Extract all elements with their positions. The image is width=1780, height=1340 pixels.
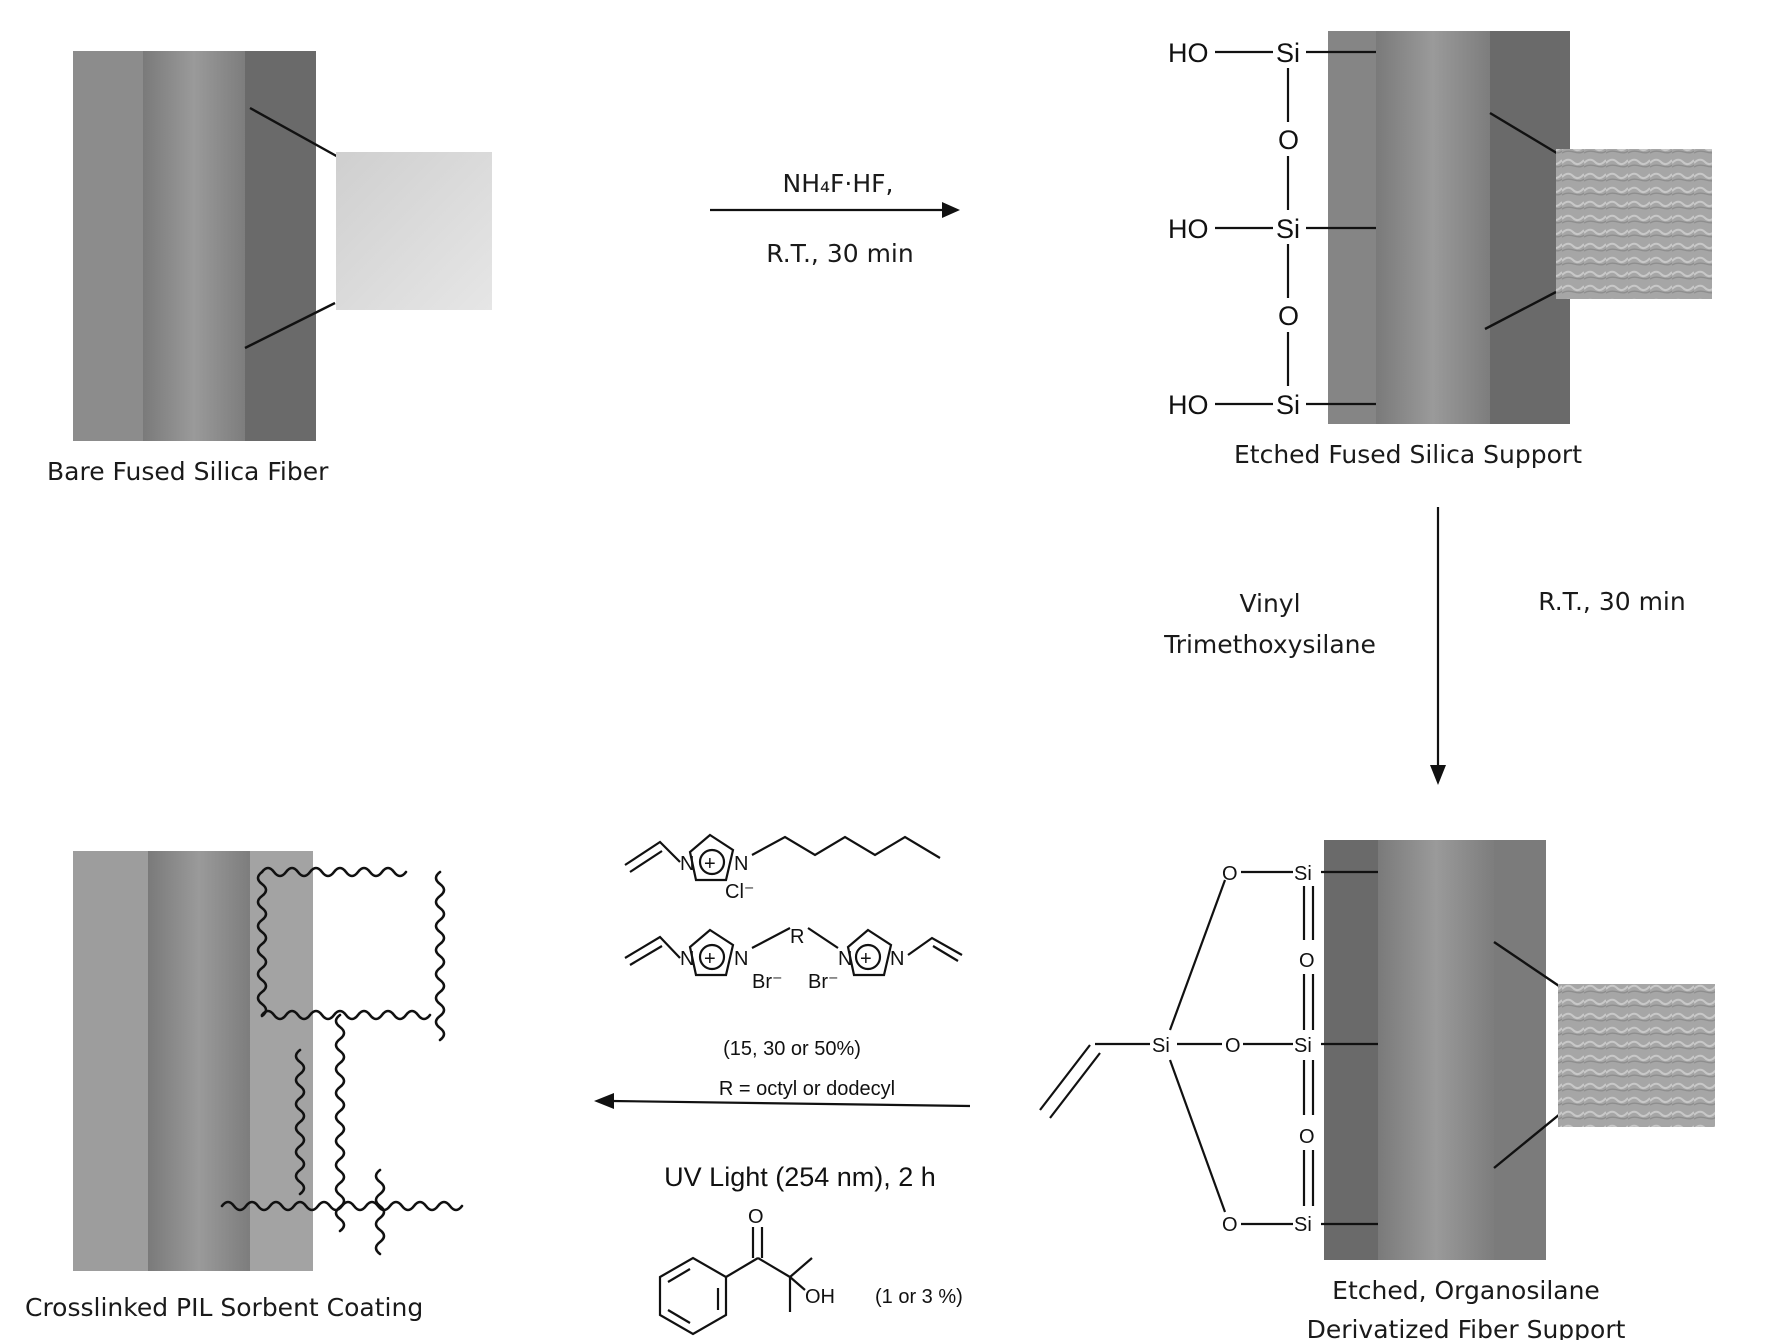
o-label: O: [1278, 125, 1299, 155]
o-label: O: [1222, 1214, 1238, 1236]
etched-support-caption: Etched Fused Silica Support: [1234, 440, 1582, 469]
bare-fiber-panel: Bare Fused Silica Fiber: [47, 51, 492, 486]
polymer-network: [220, 866, 464, 1256]
si-label: Si: [1152, 1035, 1170, 1057]
step2-conditions: R.T., 30 min: [1538, 587, 1685, 616]
step3-arrow: [611, 1099, 971, 1108]
crosslinked-caption: Crosslinked PIL Sorbent Coating: [25, 1293, 423, 1322]
ho-label: HO: [1168, 38, 1209, 68]
si-label: Si: [1294, 863, 1312, 885]
photoinitiator: O OH (1 or 3 %): [658, 1206, 963, 1336]
plus-sign: +: [704, 853, 716, 875]
o-label: O: [1299, 1126, 1315, 1148]
o-label: O: [1225, 1035, 1241, 1057]
step1-conditions: R.T., 30 min: [766, 239, 913, 268]
o-label: O: [1278, 301, 1299, 331]
chloride-label: Cl⁻: [725, 881, 754, 903]
hydroxyl-label: OH: [805, 1286, 835, 1308]
bare-fiber-inset: [336, 152, 492, 310]
bare-fiber-caption: Bare Fused Silica Fiber: [47, 457, 329, 486]
o-label: O: [1299, 950, 1315, 972]
crosslinked-rod: [148, 851, 250, 1271]
bare-fiber-rod: [143, 51, 245, 441]
step1-arrow-group: NH₄F·HF, R.T., 30 min: [710, 169, 960, 268]
n-label: N: [734, 853, 748, 875]
derivatized-support-panel: Si O O O Si Si Si O O Etched, Organosila…: [1039, 840, 1715, 1340]
r-group-label: R: [790, 926, 804, 948]
ho-label: HO: [1168, 214, 1209, 244]
initiator-percent: (1 or 3 %): [875, 1286, 963, 1308]
etched-support-panel: HO HO HO Si Si Si O O Etched Fused Silic…: [1168, 31, 1712, 469]
crosslinked-coating-panel: Crosslinked PIL Sorbent Coating: [25, 851, 464, 1322]
carbonyl-o-label: O: [748, 1206, 764, 1228]
ho-label: HO: [1168, 390, 1209, 420]
o-label: O: [1222, 863, 1238, 885]
plus-sign: +: [860, 948, 872, 970]
si-label: Si: [1276, 214, 1300, 244]
n-label: N: [890, 948, 904, 970]
derivatized-rod: [1378, 840, 1494, 1260]
n-label: N: [734, 948, 748, 970]
step1-reagent: NH₄F·HF,: [783, 169, 894, 198]
etched-support-inset: [1556, 149, 1712, 299]
step2-arrow-group: Vinyl Trimethoxysilane R.T., 30 min: [1163, 507, 1686, 785]
crosslinker-percent: (15, 30 or 50%): [723, 1038, 861, 1060]
si-label: Si: [1276, 38, 1300, 68]
bromide-label: Br⁻: [752, 971, 783, 993]
si-label: Si: [1294, 1214, 1312, 1236]
ionic-liquid-monomer: N + N Cl⁻: [624, 833, 941, 903]
etched-support-rod: [1376, 31, 1490, 424]
si-label: Si: [1276, 390, 1300, 420]
step2-reagent-line1: Vinyl: [1239, 589, 1300, 618]
si-label: Si: [1294, 1035, 1312, 1057]
derivatized-caption-line1: Etched, Organosilane: [1332, 1276, 1600, 1305]
plus-sign: +: [704, 948, 716, 970]
dicationic-crosslinker: N + N Br⁻ R Br⁻ N + N: [624, 926, 963, 993]
step3-reagents-group: N + N Cl⁻ N + N Br⁻ R Br⁻ N + N: [594, 833, 971, 1336]
r-group-definition: R = octyl or dodecyl: [719, 1078, 895, 1100]
derivatized-caption-line2: Derivatized Fiber Support: [1307, 1315, 1626, 1340]
step3-conditions: UV Light (254 nm), 2 h: [664, 1162, 936, 1192]
derivatized-inset: [1558, 984, 1715, 1127]
bromide-label: Br⁻: [808, 971, 839, 993]
step2-reagent-line2: Trimethoxysilane: [1163, 630, 1376, 659]
